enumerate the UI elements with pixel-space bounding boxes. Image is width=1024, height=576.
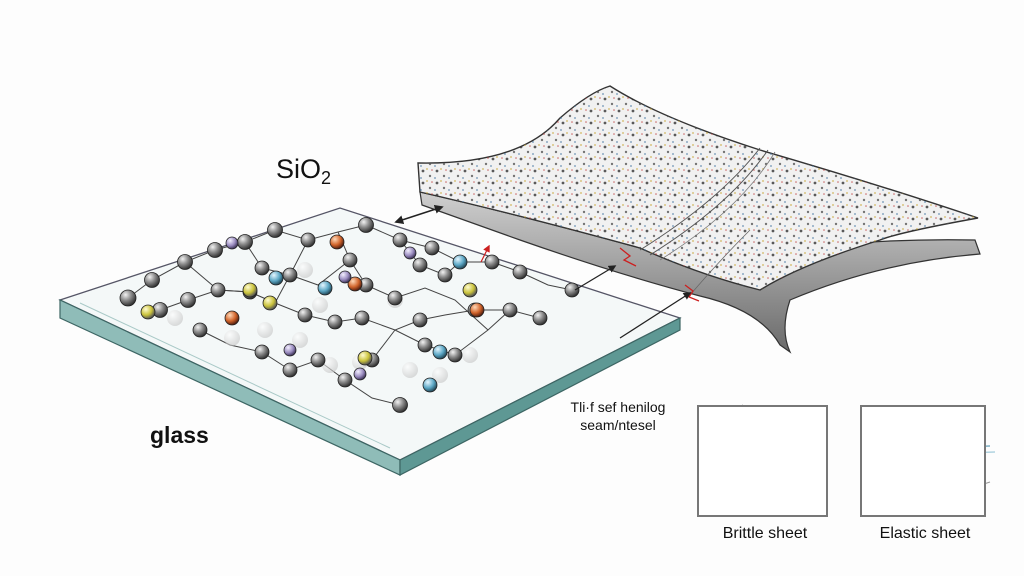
elastic-sheet-caption: Elastic sheet (879, 525, 971, 542)
elastic-sheet-panel (860, 405, 986, 517)
annotation-line-2: seam/ntesel (580, 417, 656, 433)
connector-arrows (394, 204, 692, 339)
pointer-arrow-icon (619, 292, 692, 339)
brittle-sheet-panel (697, 405, 828, 517)
sio2-subscript: 2 (321, 168, 332, 188)
pointer-arrow-icon (574, 265, 617, 291)
gap-arrow-icon (394, 204, 444, 225)
annotation-note: Tli·f sef henilog seam/ntesel (548, 398, 688, 434)
glass-label: glass (150, 422, 209, 448)
atom-network (119, 217, 580, 413)
annotation-line-1: Tli·f sef henilog (570, 399, 666, 415)
red-arrow-icon (480, 244, 490, 263)
sio2-text: SiO (276, 154, 322, 184)
flexible-sheet (417, 85, 981, 354)
sio2-label: SiO2 (276, 154, 331, 189)
brittle-sheet-caption: Brittle sheet (722, 525, 808, 542)
